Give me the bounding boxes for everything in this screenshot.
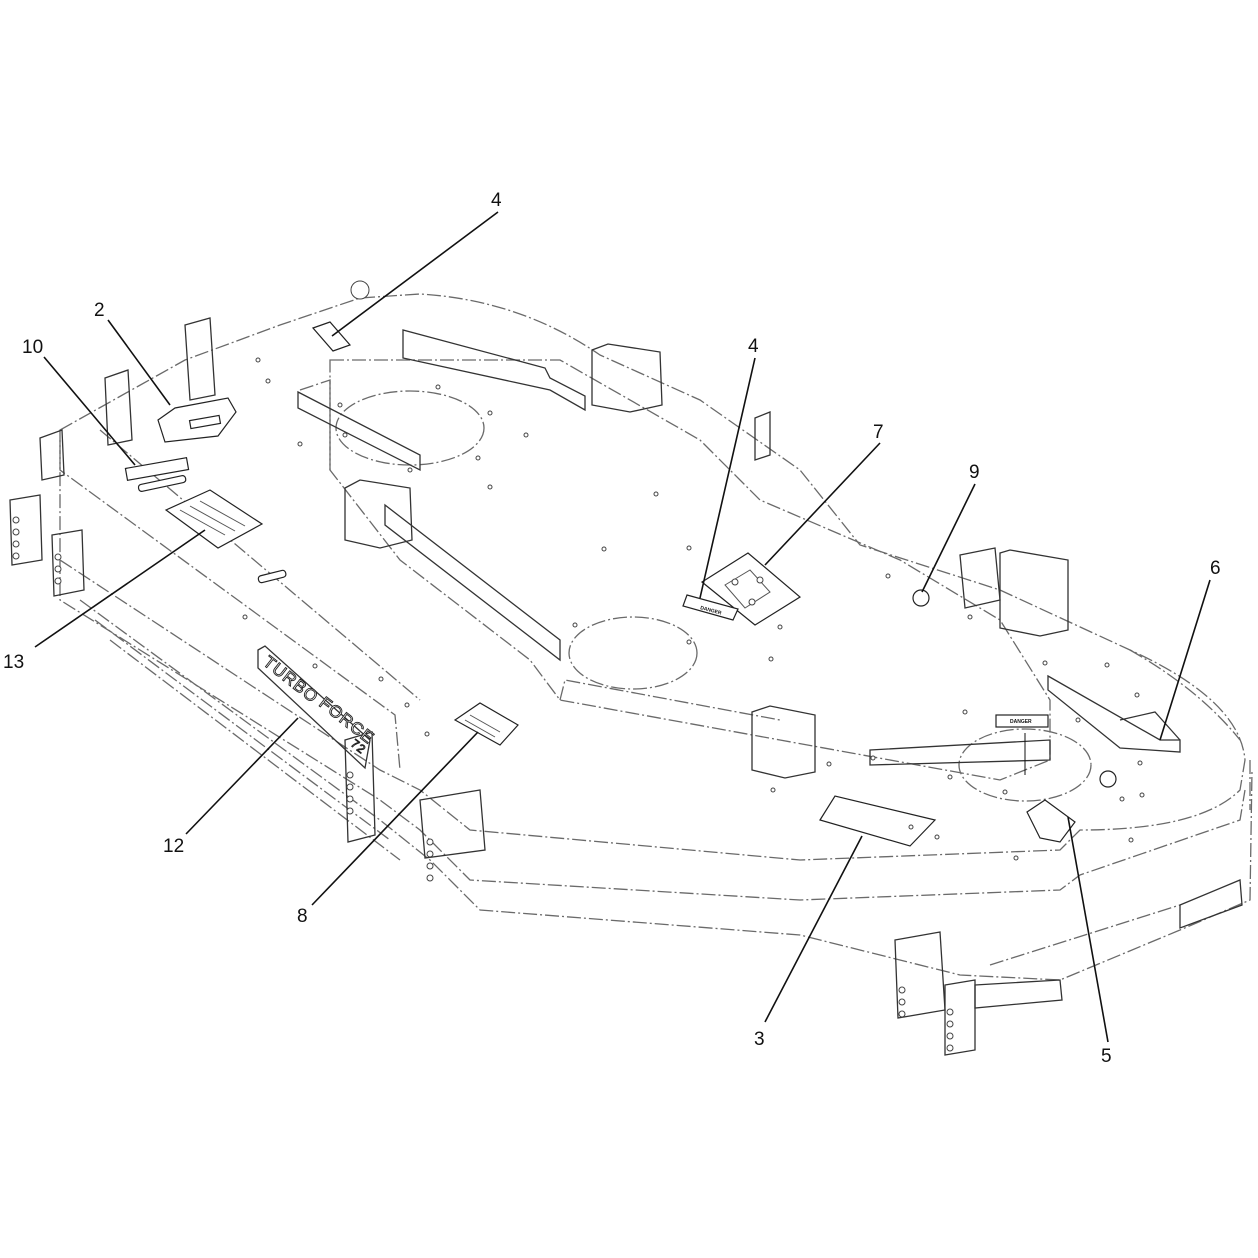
callout-6: 6 — [1210, 558, 1221, 579]
mounting-brackets — [9, 317, 1243, 1056]
callout-9: 9 — [969, 462, 980, 483]
callout-5: 5 — [1101, 1046, 1112, 1067]
height-scale-decal — [124, 457, 190, 481]
callout-labels: 4 2 10 4 7 9 6 13 12 8 3 5 — [3, 190, 1221, 1067]
grease-decal-9 — [912, 589, 930, 607]
decals: DANGER DANGER TURBO FORCE 72 — [124, 321, 1117, 847]
callout-2: 2 — [94, 300, 105, 321]
callout-3: 3 — [754, 1029, 765, 1050]
grease-decal-right — [1099, 770, 1117, 788]
decal-3 — [819, 795, 937, 847]
callout-7: 7 — [873, 422, 884, 443]
callout-13: 13 — [3, 652, 24, 673]
decal-5 — [1026, 799, 1076, 843]
leader-lines — [34, 211, 1211, 1043]
danger-text-right: DANGER — [1010, 719, 1032, 725]
callout-10: 10 — [22, 337, 43, 358]
mower-deck-outline — [59, 293, 1253, 981]
danger-decal-right — [995, 714, 1049, 728]
danger-text-center: DANGER — [699, 605, 722, 617]
danger-decal-center — [682, 594, 739, 621]
danger-decal-top — [311, 321, 352, 352]
callout-8: 8 — [297, 906, 308, 927]
baffles — [297, 329, 1181, 766]
callout-4-top: 4 — [491, 190, 502, 211]
callout-4-center: 4 — [748, 336, 759, 357]
deck-bolt-holes — [242, 357, 1145, 861]
spindle-openings — [335, 390, 1092, 802]
brand-plate-12 — [257, 645, 371, 770]
callout-12: 12 — [163, 836, 184, 857]
height-adjust-holes — [12, 280, 954, 1052]
